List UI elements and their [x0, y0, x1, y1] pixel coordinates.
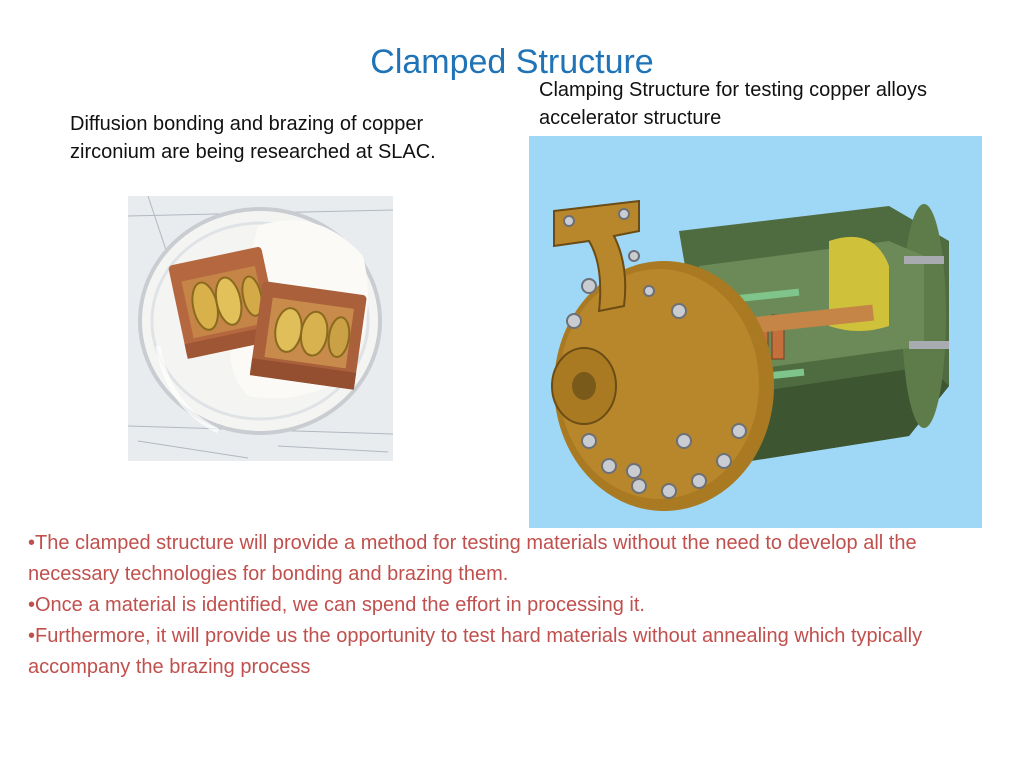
- bullet-item: •Furthermore, it will provide us the opp…: [28, 625, 923, 678]
- bullet-item: •The clamped structure will provide a me…: [28, 532, 917, 585]
- slide-title: Clamped Structure: [370, 43, 654, 81]
- copper-parts-photo: [128, 196, 393, 461]
- photo-caption: Diffusion bonding and brazing of copper …: [70, 113, 436, 163]
- bullet-item: •Once a material is identified, we can s…: [28, 594, 645, 616]
- cad-caption: Clamping Structure for testing copper al…: [539, 79, 927, 129]
- clamping-structure-cad-render: [529, 136, 982, 528]
- bullet-list: •The clamped structure will provide a me…: [28, 528, 988, 683]
